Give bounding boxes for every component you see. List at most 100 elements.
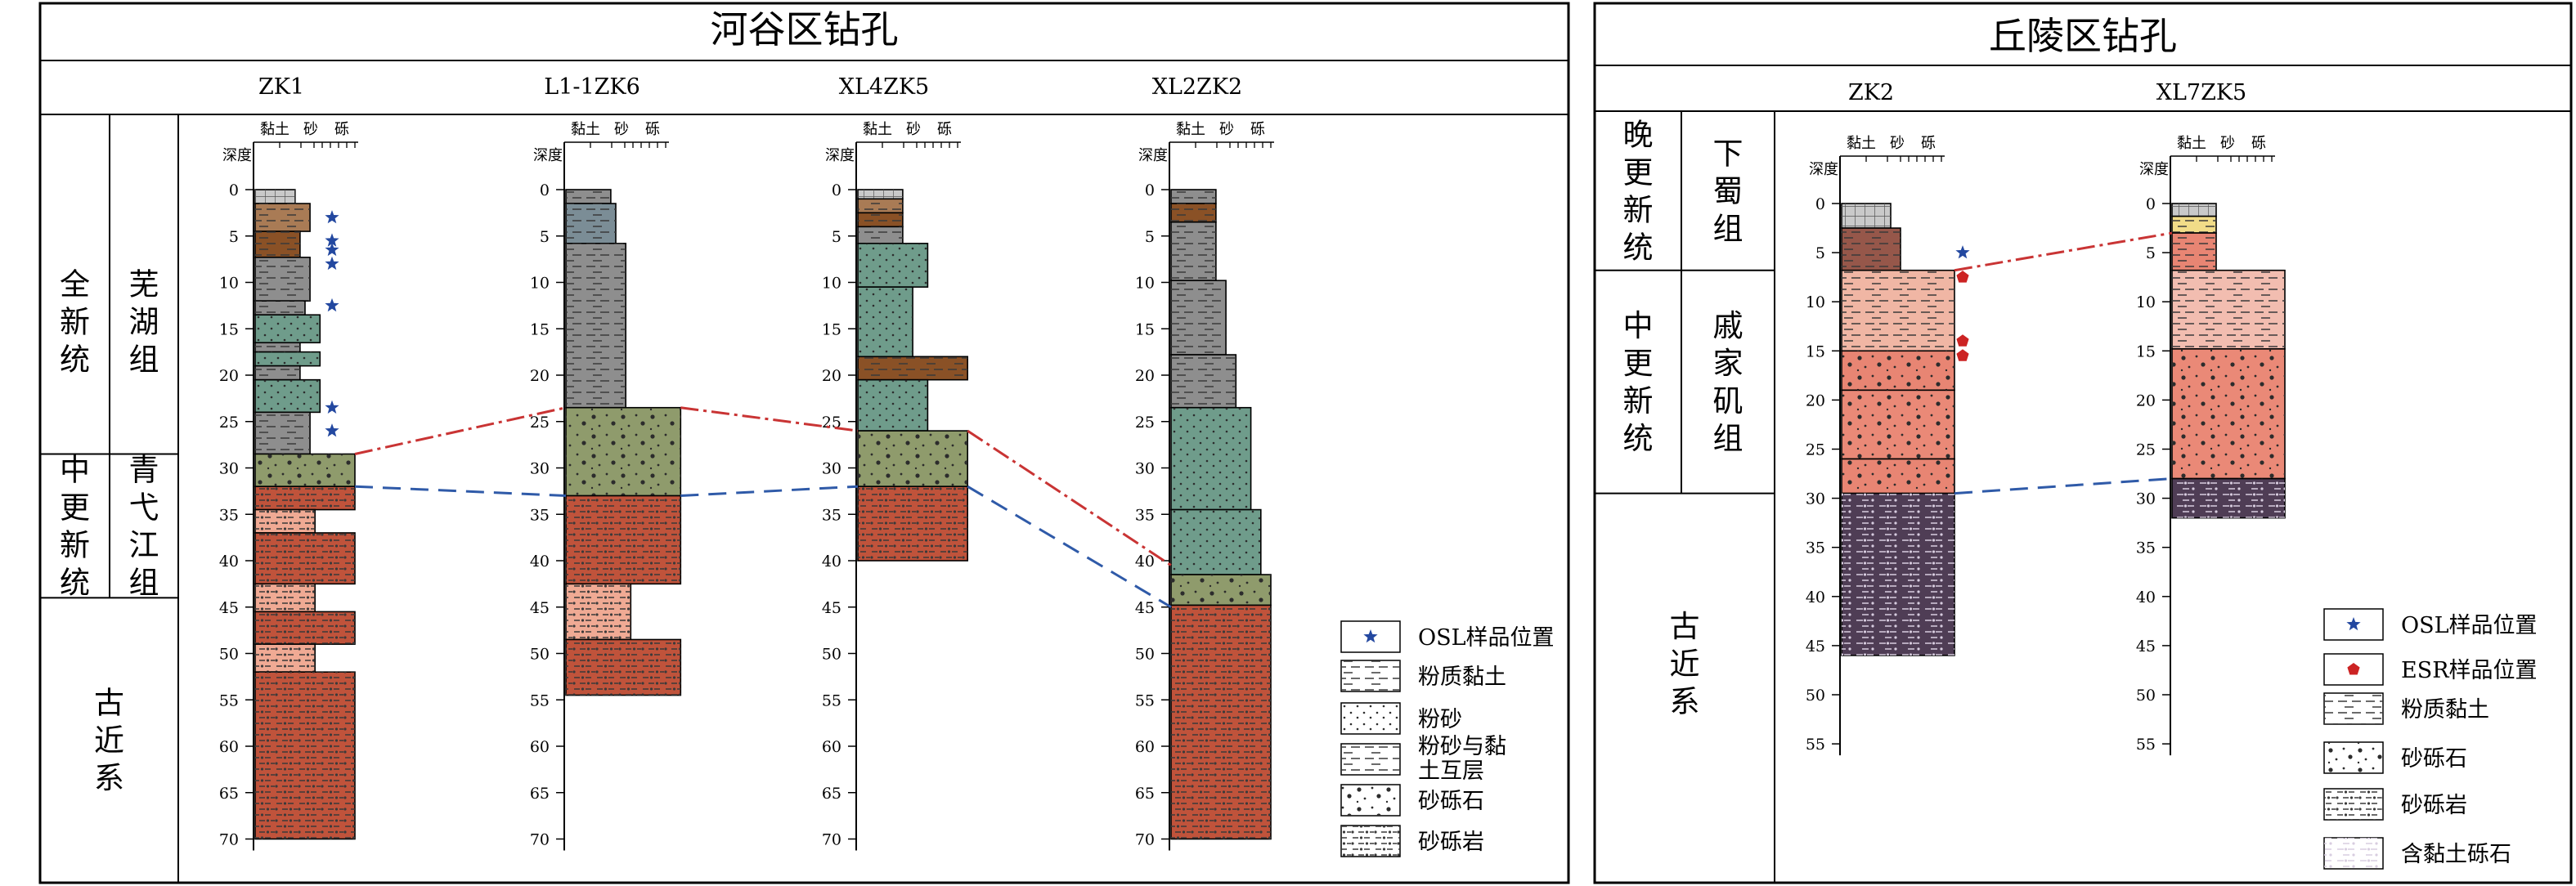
lithology-pattern <box>1171 190 1216 204</box>
lithology-pattern <box>566 204 616 244</box>
strat-series-char: 全 <box>60 267 90 302</box>
lithology-pattern <box>858 190 903 199</box>
legend-star-icon <box>1363 629 1378 643</box>
depth-tick-label: 20 <box>2136 392 2156 409</box>
legend-label: 砂砾石 <box>2401 746 2467 772</box>
depth-tick-label: 25 <box>2136 441 2156 459</box>
lithology-pattern <box>1842 351 1954 391</box>
legend-label: OSL样品位置 <box>2401 613 2538 638</box>
depth-tick-label: 55 <box>1135 691 1155 709</box>
depth-tick-label: 0 <box>1145 181 1155 199</box>
depth-tick-label: 0 <box>1815 195 1825 213</box>
grain-sand-heading: 砂 <box>1219 121 1234 138</box>
strat-lower-char: 系 <box>94 761 124 796</box>
depth-tick-label: 45 <box>530 599 550 617</box>
depth-tick-label: 60 <box>822 738 841 756</box>
grain-sand-heading: 砂 <box>906 121 921 138</box>
depth-tick-label: 10 <box>1135 275 1155 293</box>
lithology-pattern <box>2172 216 2216 234</box>
lithology-pattern <box>1171 204 1216 222</box>
strat-formation-char: 蜀 <box>1713 173 1744 208</box>
valley-panel: 河谷区钻孔全新统芜湖组中更新统青弋江组古近系ZK1深度黏土砂砾051015202… <box>38 2 1570 884</box>
blue-correlation-line <box>354 485 1172 609</box>
esr-sample-marker <box>1956 349 1969 361</box>
legend-label: 粉质黏土 <box>2401 697 2489 723</box>
legend-swatch-pattern <box>1341 660 1400 691</box>
depth-tick-label: 65 <box>822 785 841 803</box>
depth-tick-label: 70 <box>219 831 239 849</box>
lithology-pattern <box>255 190 295 204</box>
lithology-pattern <box>255 342 300 352</box>
depth-tick-label: 0 <box>229 181 239 199</box>
lithology-pattern <box>255 301 305 315</box>
grain-gravel-heading: 砾 <box>1250 121 1265 138</box>
strat-formation-char: 组 <box>1713 211 1744 246</box>
legend-swatch-pattern <box>2324 838 2383 869</box>
legend-swatch-pattern <box>1341 826 1400 857</box>
red-correlation-line <box>354 406 1172 566</box>
lithology-pattern <box>858 213 903 227</box>
lithology-pattern <box>566 584 631 640</box>
lithology-pattern <box>1171 280 1227 356</box>
depth-heading: 深度 <box>1138 147 1168 164</box>
depth-tick-label: 65 <box>219 785 239 803</box>
legend-label: 砂砾石 <box>1418 789 1484 814</box>
depth-tick-label: 35 <box>1806 539 1825 557</box>
strat-series-char: 新 <box>1623 383 1654 418</box>
depth-tick-label: 10 <box>1806 293 1825 311</box>
depth-tick-label: 0 <box>832 181 841 199</box>
legend-swatch-pattern <box>2324 789 2383 820</box>
legend-label: 粉砂 <box>1418 707 1462 732</box>
borehole-name: L1-1ZK6 <box>544 74 640 100</box>
legend-item: 砂砾石 <box>2323 741 2467 774</box>
depth-tick-label: 5 <box>229 228 239 246</box>
depth-tick-label: 40 <box>1806 588 1825 606</box>
lithology-pattern <box>255 204 311 232</box>
strat-series-char: 中 <box>60 452 90 487</box>
depth-heading: 深度 <box>1809 161 1838 178</box>
depth-tick-label: 30 <box>219 460 239 478</box>
grain-gravel-heading: 砾 <box>937 121 952 138</box>
osl-sample-marker <box>325 298 339 312</box>
legend-label: 土互层 <box>1418 758 1484 784</box>
depth-tick-label: 15 <box>2136 342 2156 360</box>
lithology-pattern <box>858 243 928 288</box>
borehole-ZK2: ZK2深度黏土砂砾0510152025303540455055 <box>1806 80 1970 756</box>
lithology-pattern <box>255 454 355 487</box>
lithology-pattern <box>255 412 311 454</box>
lithology-pattern <box>566 407 681 496</box>
strat-lower-char: 古 <box>94 686 124 721</box>
depth-tick-label: 20 <box>530 367 550 385</box>
lithology-pattern <box>1171 407 1251 510</box>
lithology-pattern <box>858 486 968 561</box>
grain-clay-heading: 黏土 <box>260 121 289 138</box>
depth-tick-label: 20 <box>1135 367 1155 385</box>
depth-tick-label: 65 <box>1135 785 1155 803</box>
lithology-pattern <box>2172 204 2216 217</box>
depth-tick-label: 30 <box>1806 490 1825 508</box>
lithology-pattern <box>858 226 903 244</box>
depth-tick-label: 55 <box>2136 736 2156 754</box>
depth-tick-label: 10 <box>219 275 239 293</box>
strat-series-char: 更 <box>1623 346 1654 381</box>
depth-tick-label: 5 <box>1815 244 1825 262</box>
depth-tick-label: 20 <box>219 367 239 385</box>
depth-tick-label: 10 <box>2136 293 2156 311</box>
depth-tick-label: 40 <box>219 553 239 571</box>
grain-clay-heading: 黏土 <box>1847 135 1876 152</box>
depth-tick-label: 35 <box>219 506 239 524</box>
strat-formation-char: 矶 <box>1713 383 1744 418</box>
depth-tick-label: 20 <box>822 367 841 385</box>
lithology-pattern <box>566 495 681 584</box>
lithology-pattern <box>255 611 355 645</box>
lithology-pattern <box>1842 493 1954 656</box>
depth-tick-label: 15 <box>219 320 239 338</box>
osl-sample-marker <box>325 423 339 437</box>
depth-tick-label: 70 <box>822 831 841 849</box>
osl-sample-marker <box>325 256 339 271</box>
grain-sand-heading: 砂 <box>2220 135 2235 152</box>
strat-series-char: 新 <box>1623 192 1654 227</box>
legend-item: 砂砾岩 <box>1340 825 1484 857</box>
depth-tick-label: 5 <box>832 228 841 246</box>
